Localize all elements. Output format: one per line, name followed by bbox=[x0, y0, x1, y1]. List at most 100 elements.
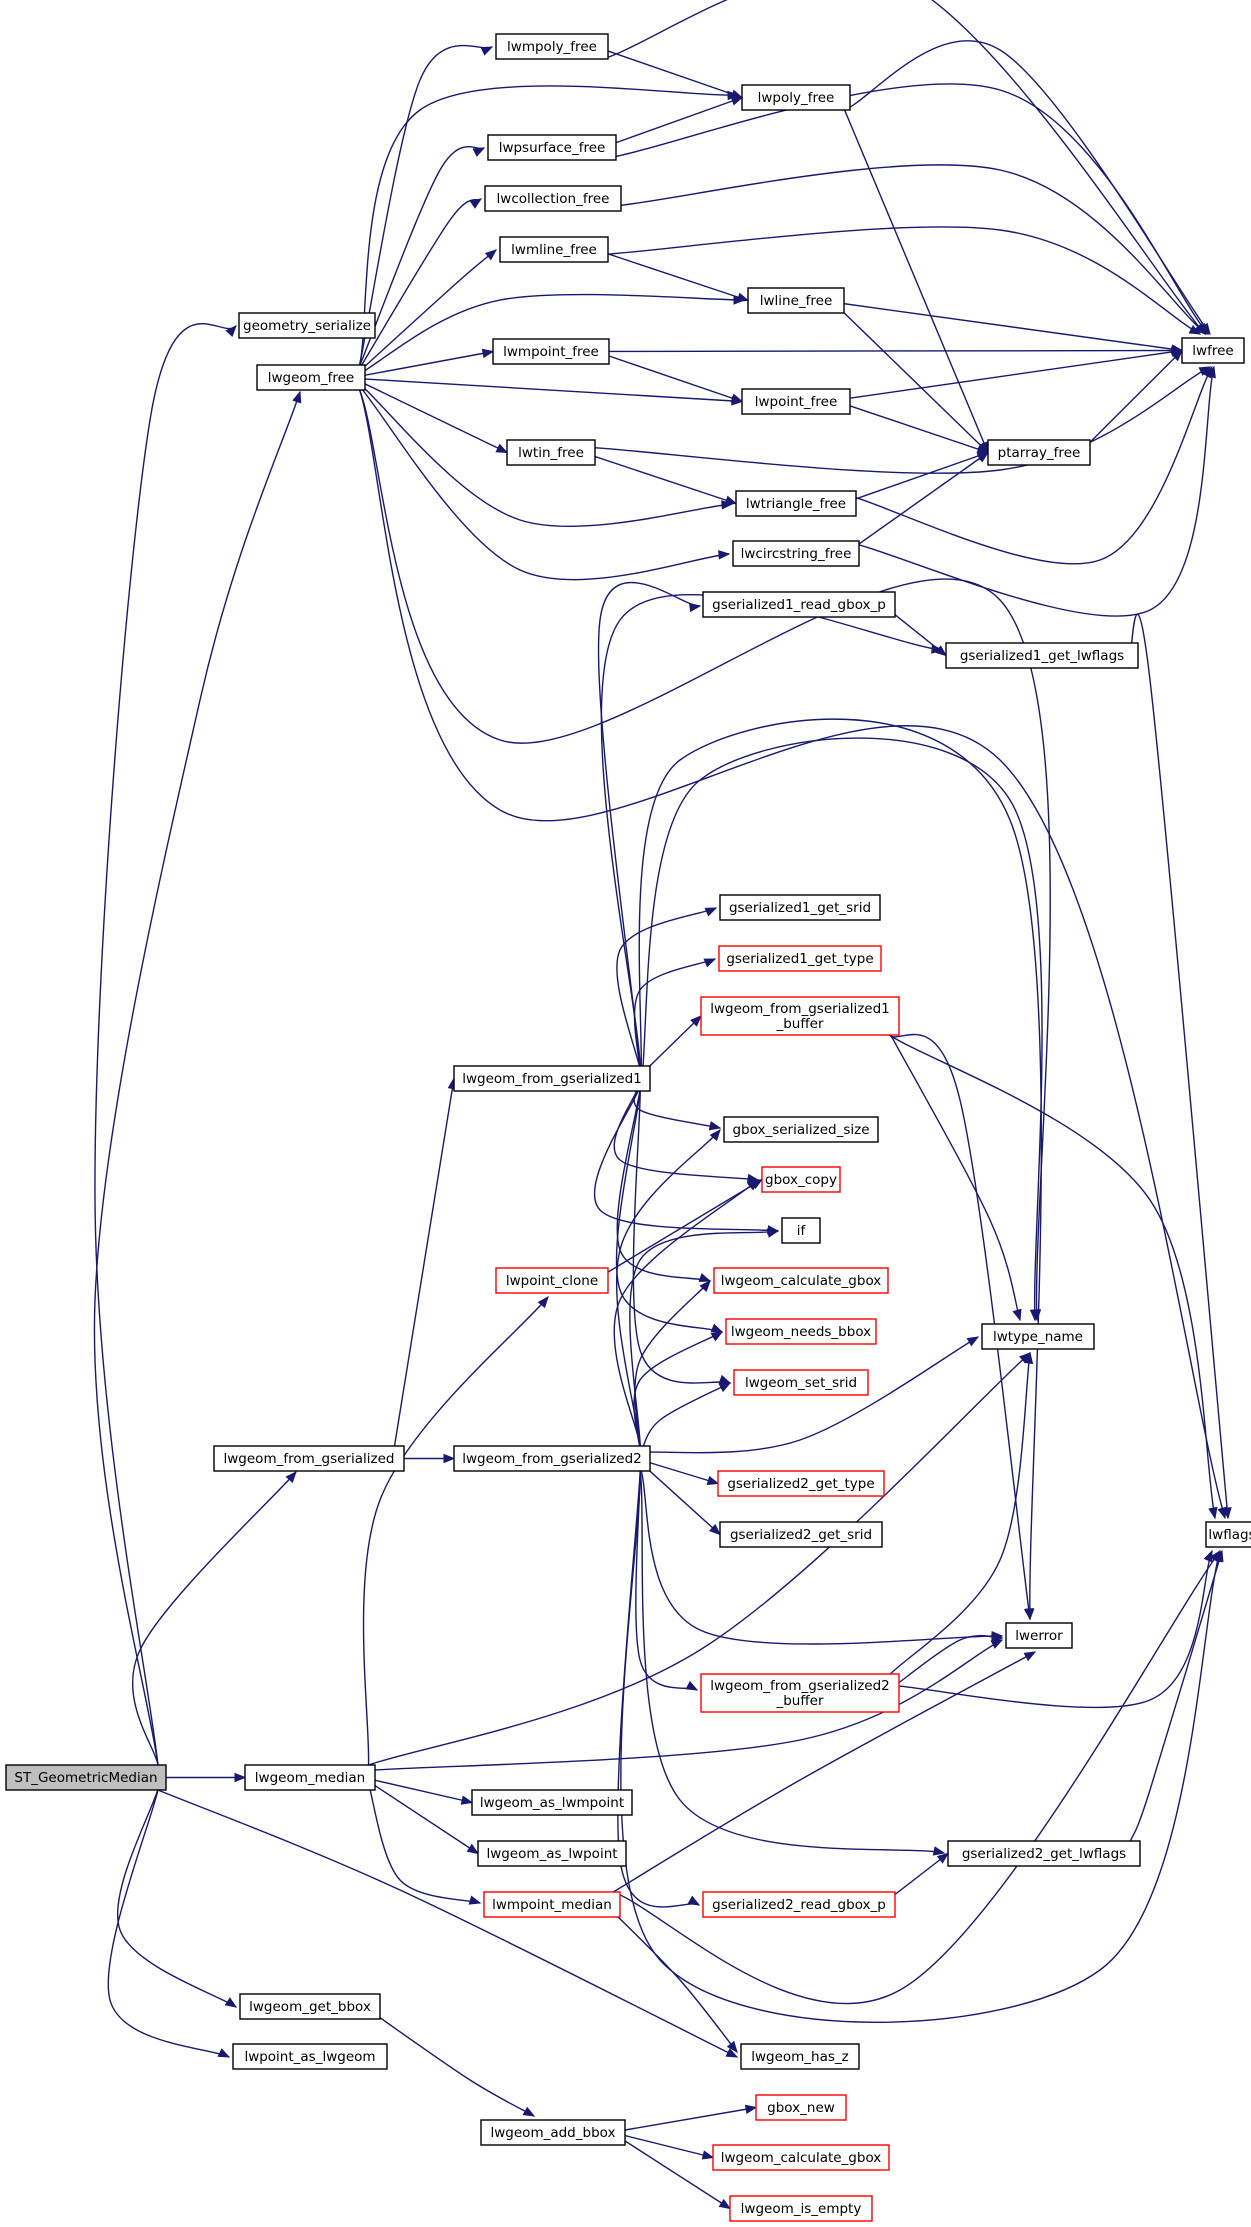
arrowhead-lwtin_free-to-lwtriangle_free bbox=[724, 495, 738, 505]
node-label: lwpoly_free bbox=[758, 90, 835, 106]
arrowhead-lwgeom_free-to-lwcollection_free bbox=[469, 198, 483, 209]
node-lwgeom-add-bbox[interactable]: lwgeom_add_bbox bbox=[480, 2119, 626, 2146]
node-lwgeom-from-gserialized2[interactable]: lwgeom_from_gserialized2 bbox=[453, 1445, 651, 1472]
arrowhead-lwgeom_free-to-lwpsurface_free bbox=[472, 147, 486, 157]
node-lwgeom-from-gserialized[interactable]: lwgeom_from_gserialized bbox=[213, 1445, 405, 1472]
node-box bbox=[740, 2043, 860, 2070]
node-gserialized1-get-srid[interactable]: gserialized1_get_srid bbox=[719, 894, 881, 921]
node-lwerror[interactable]: lwerror bbox=[1005, 1622, 1073, 1649]
arrowhead-lwmpoint_median-to-lwgeom_has_z bbox=[726, 2040, 738, 2054]
arrowhead-st_geometricmedian-to-lwpoint_as_lwgeom bbox=[217, 2048, 231, 2058]
node-gbox-serialized-size[interactable]: gbox_serialized_size bbox=[723, 1116, 879, 1143]
node-lwcollection-free[interactable]: lwcollection_free bbox=[484, 185, 622, 212]
node-lwgeom-from-gserialized1-buffer[interactable]: lwgeom_from_gserialized1_buffer bbox=[700, 996, 900, 1036]
arrowhead-lwgeom_from_gserialized1_buffer-to-lwflags bbox=[1208, 1506, 1218, 1520]
node-box bbox=[733, 1369, 869, 1396]
node-box bbox=[1181, 337, 1245, 364]
node-box bbox=[741, 388, 851, 415]
node-gserialized1-read-gbox-p[interactable]: gserialized1_read_gbox_p bbox=[702, 591, 896, 618]
node-lwgeom-has-z[interactable]: lwgeom_has_z bbox=[740, 2043, 860, 2070]
node-label: lwgeom_from_gserialized2 bbox=[462, 1451, 642, 1467]
node-geometry-serialize[interactable]: geometry_serialize bbox=[238, 312, 376, 339]
edge-lwgeom_free-to-lwtriangle_free bbox=[359, 383, 733, 527]
node-box bbox=[702, 591, 896, 618]
node-lwgeom-from-gserialized1[interactable]: lwgeom_from_gserialized1 bbox=[453, 1065, 651, 1092]
node-label: gserialized1_get_lwflags bbox=[960, 648, 1124, 664]
edge-lwgeom_free-to-lwline_free bbox=[359, 293, 745, 375]
arrowhead-lwgeom_median-to-lwgeom_as_lwmpoint bbox=[460, 1795, 474, 1805]
node-lwgeom-needs-bbox[interactable]: lwgeom_needs_bbox bbox=[725, 1318, 877, 1345]
node-box bbox=[712, 2144, 890, 2171]
node-lwmpoly-free[interactable]: lwmpoly_free bbox=[495, 33, 609, 60]
node-gserialized1-get-type[interactable]: gserialized1_get_type bbox=[718, 945, 882, 972]
node-gserialized2-get-lwflags[interactable]: gserialized2_get_lwflags bbox=[947, 1840, 1141, 1867]
node-lwmpoint-median[interactable]: lwmpoint_median bbox=[483, 1891, 621, 1918]
edge-lwgeom_from_gserialized2_buffer-to-lwflags bbox=[889, 1550, 1213, 1709]
edge-lwgeom_from_gserialized2-to-gserialized2_get_srid bbox=[639, 1461, 721, 1536]
node-gserialized2-get-srid[interactable]: gserialized2_get_srid bbox=[719, 1521, 883, 1548]
edge-lwgeom_from_gserialized2-to-lwgeom_set_srid bbox=[639, 1382, 731, 1456]
node-lwgeom-calculate-gbox-1[interactable]: lwgeom_calculate_gbox bbox=[713, 1267, 889, 1294]
arrowhead-lwgeom_median-to-lwpoint_clone bbox=[537, 1295, 549, 1309]
node-ptarray-free[interactable]: ptarray_free bbox=[987, 439, 1091, 466]
node-lwpoly-free[interactable]: lwpoly_free bbox=[741, 84, 851, 111]
arrowhead-lwgeom_from_gserialized1-to-lwgeom_calculate_gbox_1 bbox=[698, 1273, 712, 1283]
edge-lwpoly_free-to-lwfree bbox=[844, 40, 1211, 335]
node-lwmpoint-free[interactable]: lwmpoint_free bbox=[492, 338, 610, 365]
node-lwline-free[interactable]: lwline_free bbox=[747, 287, 845, 314]
arrowhead-lwgeom_get_bbox-to-lwgeom_add_bbox bbox=[522, 2106, 536, 2117]
node-label: lwpoint_clone bbox=[506, 1273, 598, 1289]
node-label: lwgeom_get_bbox bbox=[249, 1999, 371, 2015]
node-lwgeom-set-srid[interactable]: lwgeom_set_srid bbox=[733, 1369, 869, 1396]
node-box bbox=[755, 2094, 847, 2121]
node-st-geometricmedian[interactable]: ST_GeometricMedian bbox=[5, 1764, 167, 1791]
node-lwpoint-as-lwgeom[interactable]: lwpoint_as_lwgeom bbox=[232, 2043, 388, 2070]
node-lwmline-free[interactable]: lwmline_free bbox=[499, 236, 609, 263]
node-lwpoint-clone[interactable]: lwpoint_clone bbox=[495, 1267, 609, 1294]
arrowhead-lwgeom_from_gserialized2-to-gserialized2_get_srid bbox=[709, 1523, 721, 1536]
edge-lwgeom_from_gserialized1_buffer-to-lwflags bbox=[888, 1034, 1216, 1519]
node-lwpoint-free[interactable]: lwpoint_free bbox=[741, 388, 851, 415]
node-box bbox=[947, 1840, 1141, 1867]
arrowhead-lwgeom_add_bbox-to-lwgeom_calculate_gbox_2 bbox=[701, 2150, 715, 2160]
node-lwgeom-get-bbox[interactable]: lwgeom_get_bbox bbox=[239, 1993, 381, 2020]
node-lwfree[interactable]: lwfree bbox=[1181, 337, 1245, 364]
node-label: lwcollection_free bbox=[497, 191, 610, 207]
node-gserialized1-get-lwflags[interactable]: gserialized1_get_lwflags bbox=[945, 642, 1139, 669]
edge-lwgeom_from_gserialized1-to-lwerror bbox=[638, 718, 1043, 1620]
node-gserialized2-read-gbox-p[interactable]: gserialized2_read_gbox_p bbox=[702, 1891, 896, 1918]
node-label: lwfree bbox=[1192, 343, 1233, 359]
node-lwgeom-from-gserialized2-buffer[interactable]: lwgeom_from_gserialized2_buffer bbox=[700, 1673, 900, 1713]
node-lwtype-name[interactable]: lwtype_name bbox=[981, 1323, 1095, 1350]
edge-lwgeom_from_gserialized1_buffer-to-lwerror bbox=[888, 1033, 1031, 1620]
arrowhead-lwgeom_from_gserialized2-to-gserialized2_get_type bbox=[706, 1475, 720, 1485]
node-lwtriangle-free[interactable]: lwtriangle_free bbox=[735, 490, 857, 517]
node-box bbox=[213, 1445, 405, 1472]
edge-lwgeom_free-to-lwmline_free bbox=[359, 249, 497, 372]
node-gbox-copy[interactable]: gbox_copy bbox=[761, 1166, 841, 1193]
arrowhead-ptarray_free-to-lwfree bbox=[1171, 349, 1183, 362]
node-gserialized2-get-type[interactable]: gserialized2_get_type bbox=[717, 1470, 885, 1497]
node-lwgeom-free[interactable]: lwgeom_free bbox=[256, 364, 366, 391]
node-lwtin-free[interactable]: lwtin_free bbox=[506, 439, 596, 466]
node-lwpsurface-free[interactable]: lwpsurface_free bbox=[487, 134, 617, 161]
node-lwgeom-is-empty[interactable]: lwgeom_is_empty bbox=[729, 2195, 873, 2222]
edge-lwgeom_get_bbox-to-lwgeom_add_bbox bbox=[372, 2012, 535, 2117]
edge-lwline_free-to-ptarray_free bbox=[838, 307, 989, 454]
edge-lwgeom_from_gserialized2-to-gserialized2_get_lwflags bbox=[639, 1470, 945, 1854]
arrowhead-st_geometricmedian-to-lwgeom_median bbox=[234, 1772, 247, 1783]
node-label: lwpsurface_free bbox=[499, 140, 606, 156]
node-lwgeom-as-lwmpoint[interactable]: lwgeom_as_lwmpoint bbox=[471, 1789, 633, 1816]
node-lwgeom-calculate-gbox-2[interactable]: lwgeom_calculate_gbox bbox=[712, 2144, 890, 2171]
edge-lwgeom_free-to-lwpoint_free bbox=[359, 378, 743, 403]
node-if[interactable]: if bbox=[781, 1217, 821, 1244]
node-lwflags[interactable]: lwflags bbox=[1205, 1521, 1251, 1548]
node-box bbox=[480, 2119, 626, 2146]
node-lwcircstring-free[interactable]: lwcircstring_free bbox=[732, 540, 860, 567]
edge-lwgeom_free-to-lwtype_name bbox=[358, 389, 1051, 1321]
node-lwgeom-median[interactable]: lwgeom_median bbox=[244, 1764, 376, 1791]
node-lwgeom-as-lwpoint[interactable]: lwgeom_as_lwpoint bbox=[477, 1840, 627, 1867]
arrowhead-st_geometricmedian-to-geometry_serialize bbox=[225, 325, 237, 337]
arrowhead-lwgeom_from_gserialized2-to-lwtype_name bbox=[966, 1336, 980, 1347]
node-gbox-new[interactable]: gbox_new bbox=[755, 2094, 847, 2121]
